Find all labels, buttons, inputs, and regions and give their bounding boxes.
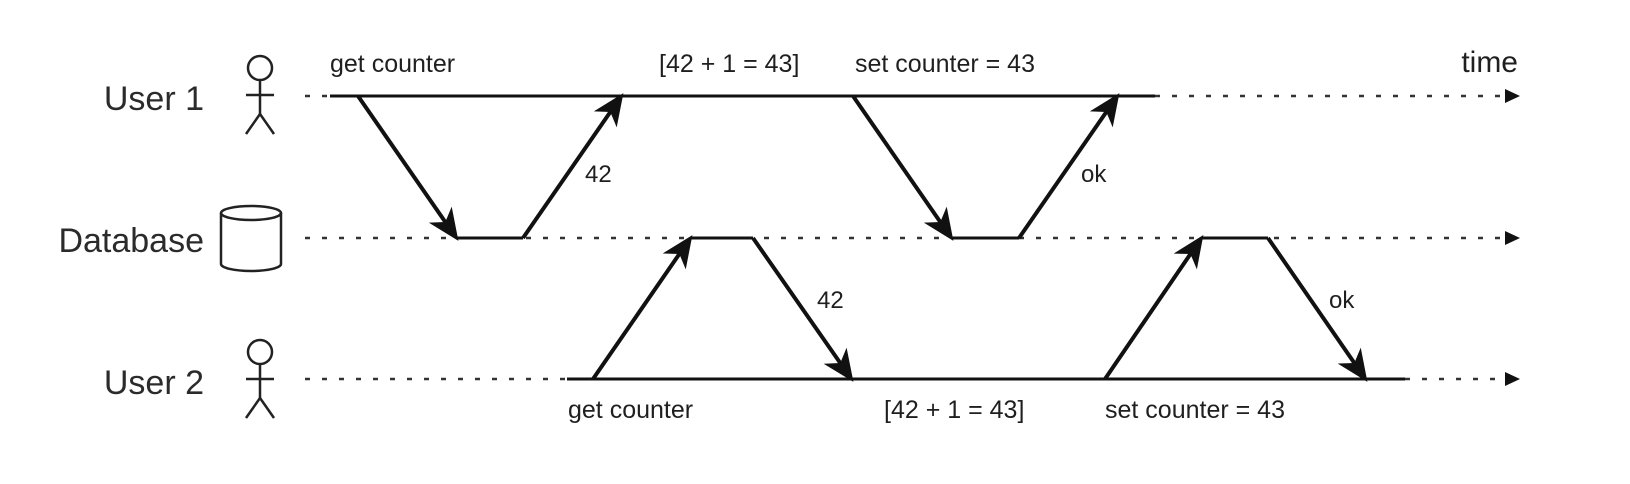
user1-get-counter-label: get counter — [330, 50, 455, 78]
user2-read-response-arrow — [751, 236, 854, 382]
user2-get-counter-label: get counter — [568, 396, 693, 424]
user1-read-response-value: 42 — [585, 161, 612, 188]
user2-read-request-arrow — [591, 235, 693, 381]
lane-label-user1: User 1 — [104, 80, 204, 118]
user1-compute-label: [42 + 1 = 43] — [659, 50, 799, 78]
user1-stick-figure-icon — [244, 54, 276, 135]
user2-set-counter-label: set counter = 43 — [1105, 396, 1285, 424]
user2-read-response-value: 42 — [817, 287, 844, 314]
database-timeline-arrowhead — [1505, 231, 1520, 245]
user2-write-request-arrow — [1103, 235, 1204, 381]
user2-compute-label: [42 + 1 = 43] — [884, 396, 1024, 424]
user2-stick-figure-icon — [244, 338, 276, 419]
lane-label-database: Database — [58, 222, 204, 260]
user1-write-request-arrow — [851, 94, 954, 241]
user2-timeline-arrowhead — [1505, 372, 1520, 386]
user1-write-response-value: ok — [1081, 161, 1107, 188]
user2-write-response-arrow — [1266, 236, 1368, 382]
user1-set-counter-label: set counter = 43 — [855, 50, 1035, 78]
time-axis-label: time — [1461, 46, 1518, 79]
user1-read-response-arrow — [521, 93, 624, 240]
lane-label-user2: User 2 — [104, 364, 204, 402]
database-cylinder-icon — [219, 204, 283, 273]
user1-timeline-arrowhead — [1505, 89, 1520, 103]
user1-read-request-arrow — [356, 94, 459, 241]
user2-write-response-value: ok — [1329, 287, 1355, 314]
user1-write-response-arrow — [1017, 93, 1120, 240]
